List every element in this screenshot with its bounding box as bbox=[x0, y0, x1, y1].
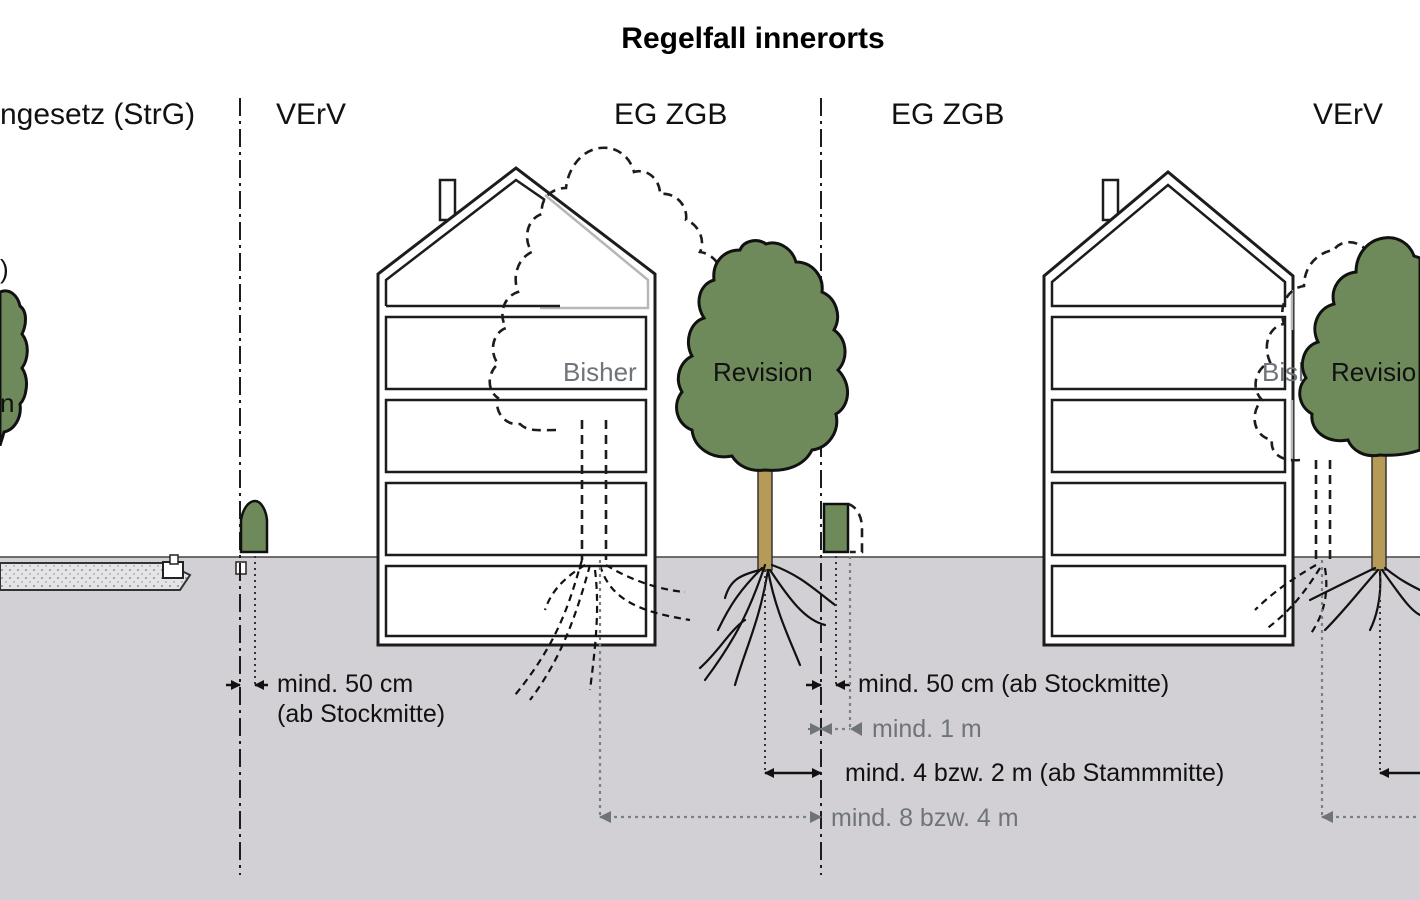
header-strassengesetz: ngesetz (StrG) bbox=[0, 98, 195, 131]
header-eg-zgb-left: EG ZGB bbox=[614, 98, 727, 131]
house-right bbox=[1042, 170, 1295, 647]
left-tree-label-top: ) bbox=[0, 254, 9, 284]
bisher-root bbox=[598, 564, 691, 622]
house-main bbox=[376, 166, 657, 647]
revision-root bbox=[723, 568, 762, 600]
diagram-title: Regelfall innerorts bbox=[621, 22, 884, 55]
revision-tree-right: Revisio bbox=[1298, 236, 1420, 632]
revision-trunk-main bbox=[757, 454, 773, 571]
hedge-left-label-2: (ab Stockmitte) bbox=[277, 700, 445, 728]
house-main-attic bbox=[384, 178, 546, 306]
revision-crown-main bbox=[675, 239, 849, 472]
eight-m-label: mind. 8 bzw. 4 m bbox=[831, 804, 1019, 832]
revision-root bbox=[698, 618, 747, 670]
header-verv-right: VErV bbox=[1313, 98, 1383, 131]
floor-right-basement bbox=[1050, 564, 1287, 638]
bisher-root-right bbox=[1309, 567, 1328, 636]
house-right-attic bbox=[1050, 183, 1287, 308]
bisher-root bbox=[543, 564, 586, 611]
hedge-middle-ghost bbox=[847, 502, 864, 554]
left-tree-crown bbox=[0, 289, 29, 447]
revision-root-right bbox=[1323, 568, 1380, 632]
chimney-main bbox=[438, 178, 457, 222]
bisher-crown-right bbox=[1253, 240, 1365, 462]
bisher-root bbox=[588, 569, 599, 691]
floor-right-4 bbox=[1050, 315, 1287, 391]
revision-crown-right bbox=[1298, 236, 1420, 458]
header-verv-left: VErV bbox=[276, 98, 346, 131]
hedge-left-label-1: mind. 50 cm bbox=[277, 670, 413, 698]
revision-root-right bbox=[1308, 566, 1377, 602]
hedge-middle bbox=[822, 502, 850, 554]
hedge-left bbox=[239, 499, 269, 554]
left-tree-label: n bbox=[0, 388, 14, 418]
bisher-root bbox=[529, 564, 592, 701]
bisher-trunks-right bbox=[1314, 460, 1332, 560]
revision-trunk-right bbox=[1371, 444, 1387, 571]
revision-root-right bbox=[1383, 566, 1420, 592]
curb-top bbox=[169, 554, 179, 565]
one-m-label: mind. 1 m bbox=[872, 715, 982, 743]
revision-root-right bbox=[1380, 568, 1420, 617]
revision-root-right bbox=[1368, 570, 1382, 632]
bisher-root bbox=[605, 564, 686, 594]
revision-tree-main: Revision bbox=[675, 239, 849, 687]
floor-4 bbox=[384, 315, 648, 391]
floor-basement bbox=[384, 564, 648, 638]
revision-root bbox=[716, 566, 764, 632]
bisher-root-right bbox=[1264, 567, 1321, 631]
revision-root bbox=[766, 568, 802, 667]
floor-3 bbox=[384, 398, 648, 474]
header-eg-zgb-right: EG ZGB bbox=[891, 98, 1004, 131]
revision-root bbox=[768, 568, 827, 627]
hedge-mid-label: mind. 50 cm (ab Stockmitte) bbox=[858, 670, 1169, 698]
revision-root bbox=[733, 568, 770, 687]
revision-root bbox=[770, 563, 837, 607]
four-m-label: mind. 4 bzw. 2 m (ab Stammmitte) bbox=[845, 759, 1224, 787]
floor-right-3 bbox=[1050, 398, 1287, 474]
house-main-ghost-roof bbox=[540, 194, 650, 310]
revision-label-right: Revisio bbox=[1331, 357, 1416, 387]
revision-label-main: Revision bbox=[713, 357, 813, 387]
bisher-root-right bbox=[1254, 564, 1317, 611]
bisher-root bbox=[514, 559, 584, 696]
left-tree-fragment: n ) bbox=[0, 254, 29, 447]
road-surface bbox=[0, 562, 192, 591]
floor-2 bbox=[384, 481, 648, 557]
bisher-label-main: Bisher bbox=[563, 357, 637, 387]
floor-right-2 bbox=[1050, 481, 1287, 557]
bisher-tree-main: Bisher bbox=[488, 146, 723, 701]
